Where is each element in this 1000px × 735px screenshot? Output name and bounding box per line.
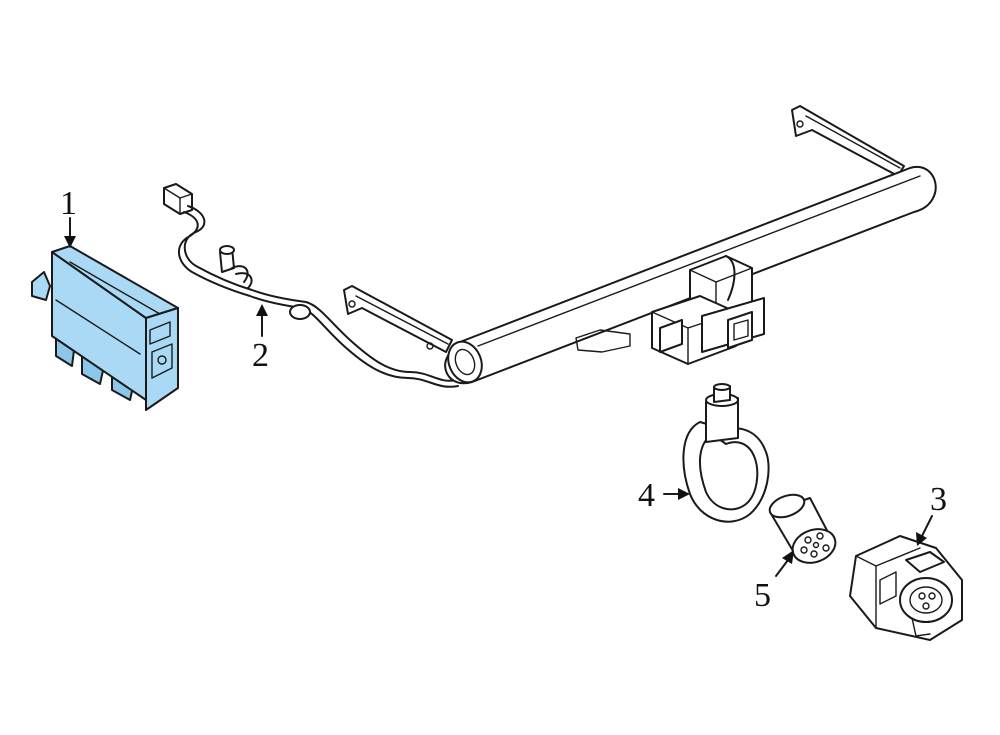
callout-arrow-1 [64, 236, 76, 248]
callout-arrow-4 [678, 488, 690, 500]
socket-housing-part-3[interactable] [849, 535, 963, 641]
callout-label-1: 1 [60, 185, 77, 222]
callout-arrow-5 [782, 550, 794, 564]
callout-label-4: 4 [638, 477, 655, 514]
socket-wire-loop-part-4[interactable] [682, 383, 770, 523]
socket-insert-part-5[interactable] [767, 490, 840, 568]
control-module-part-1[interactable] [31, 245, 179, 411]
callout-arrow-2 [256, 304, 268, 316]
wiring-harness-part-2[interactable] [163, 183, 459, 388]
callout-arrows [64, 217, 933, 577]
callout-arrow-3 [916, 532, 927, 546]
callout-label-3: 3 [930, 481, 947, 518]
callout-label-5: 5 [754, 577, 771, 614]
callout-label-2: 2 [252, 337, 269, 374]
hitch-crossbar-assembly [343, 105, 937, 385]
